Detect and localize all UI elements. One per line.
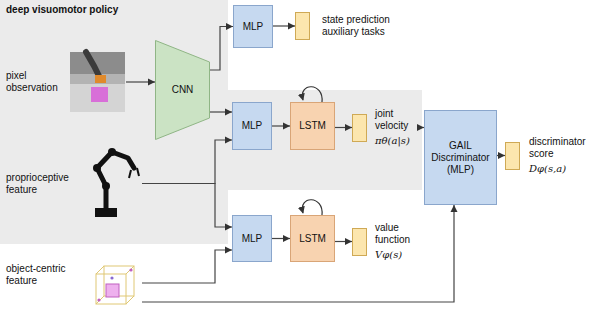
node-text: Vφ(s) [375, 249, 417, 261]
node-text: MLP [243, 21, 264, 33]
node-text: state prediction auxiliary tasks [322, 14, 402, 38]
arm-joint [102, 182, 110, 190]
connector-line [497, 155, 505, 156]
box-text: MLP [243, 21, 264, 33]
box-text: GAIL Discriminator (MLP) [430, 140, 491, 176]
object-cube [106, 284, 119, 297]
node-text: GAIL Discriminator (MLP) [430, 140, 491, 176]
discriminator-box: GAIL Discriminator (MLP) [424, 110, 497, 205]
node-text: πθ(a|s) [375, 135, 417, 147]
output-text: state prediction auxiliary tasks [322, 14, 402, 38]
output-node: state prediction auxiliary tasks [295, 12, 402, 40]
mlp-box: MLP [233, 5, 273, 48]
node-text: discriminator score [529, 136, 591, 160]
box-text: MLP [242, 233, 263, 245]
object-centric-feature: object-centric feature [6, 250, 142, 318]
pixel-observation: pixel observation [6, 52, 126, 112]
node-text: pixel observation [6, 70, 66, 94]
output-bar [295, 12, 310, 40]
output-text: joint velocity πθ(a|s) [375, 108, 417, 147]
photo-robot-arm [86, 52, 100, 78]
node-text: MLP [242, 233, 263, 245]
object-point [97, 298, 100, 301]
node-text: LSTM [299, 233, 326, 245]
output-text: discriminator scoreDφ(s,a) [529, 136, 591, 175]
output-bar [505, 142, 520, 170]
connector-line [272, 125, 290, 126]
cnn-block: CNN [155, 40, 210, 140]
photo-cube [91, 87, 108, 102]
output-node: discriminator scoreDφ(s,a) [505, 136, 591, 175]
connector-line [335, 127, 352, 128]
output-text: value functionVφ(s) [375, 222, 417, 261]
connector-line [417, 127, 424, 128]
photo-gripper [95, 75, 106, 83]
box-text: LSTM [299, 233, 326, 245]
cnn-trapezoid [156, 41, 210, 140]
lstm-box: LSTM [290, 102, 335, 150]
recurrence-loop [302, 200, 322, 215]
node-text: object-centric feature [6, 263, 72, 287]
box-text: LSTM [299, 120, 326, 132]
connector-line [126, 81, 155, 82]
node-text: value function [375, 222, 417, 246]
arm-joint [108, 148, 116, 156]
object-point [129, 268, 132, 271]
object-frame [104, 266, 134, 296]
object-point [110, 276, 113, 279]
connector-line [273, 25, 295, 26]
mlp-box: MLP [232, 102, 272, 150]
output-bar [352, 114, 367, 142]
box-text: MLP [242, 120, 263, 132]
node-text: proprioceptive feature [6, 172, 74, 196]
arm-joint [93, 164, 101, 172]
lstm-box: LSTM [290, 215, 335, 262]
connector-line [142, 250, 232, 283]
node-text: Dφ(s,a) [529, 163, 591, 175]
proprioceptive-feature: proprioceptive feature [6, 145, 142, 222]
object-frame [96, 274, 126, 304]
region-fill [0, 0, 422, 244]
object-frame-edges [96, 266, 134, 304]
output-node: value functionVφ(s) [352, 222, 417, 261]
node-text: deep visuomotor policy [6, 4, 118, 16]
node-text: joint velocity [375, 108, 417, 132]
connector-line [210, 111, 232, 112]
connector-line [335, 241, 352, 242]
photo-ground [70, 52, 125, 112]
node-text: LSTM [299, 120, 326, 132]
output-bar [352, 228, 367, 256]
node-text: MLP [242, 120, 263, 132]
photo-table [70, 84, 125, 112]
node-text: CNN [172, 84, 194, 96]
connector-line [272, 238, 290, 239]
mlp-box: MLP [232, 215, 272, 262]
output-node: joint velocity πθ(a|s) [352, 108, 417, 147]
